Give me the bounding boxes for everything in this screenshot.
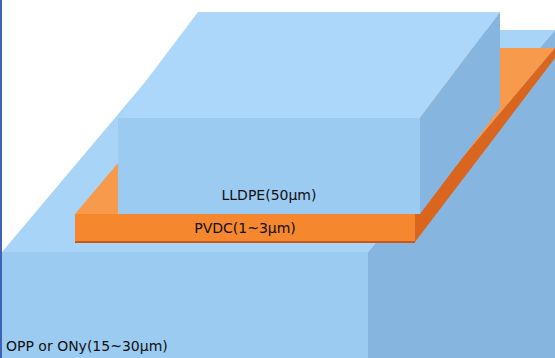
pvdc-edge xyxy=(75,241,415,243)
layer-label: LLDPE(50μm) xyxy=(222,187,317,203)
bottom-slab-front xyxy=(2,252,368,358)
film-layer: LLDPE(50μm) xyxy=(118,180,420,210)
pvdc-front xyxy=(75,214,415,242)
frame-line xyxy=(0,0,2,358)
top-slab-front xyxy=(118,118,420,214)
top-slab-side xyxy=(420,12,500,214)
film-layer: PVDC(1~3μm) xyxy=(75,214,415,242)
layer-label: OPP or ONy(15~30μm) xyxy=(6,338,168,354)
layer-label: PVDC(1~3μm) xyxy=(194,220,296,236)
film-layer: OPP or ONy(15~30μm) xyxy=(4,334,368,358)
